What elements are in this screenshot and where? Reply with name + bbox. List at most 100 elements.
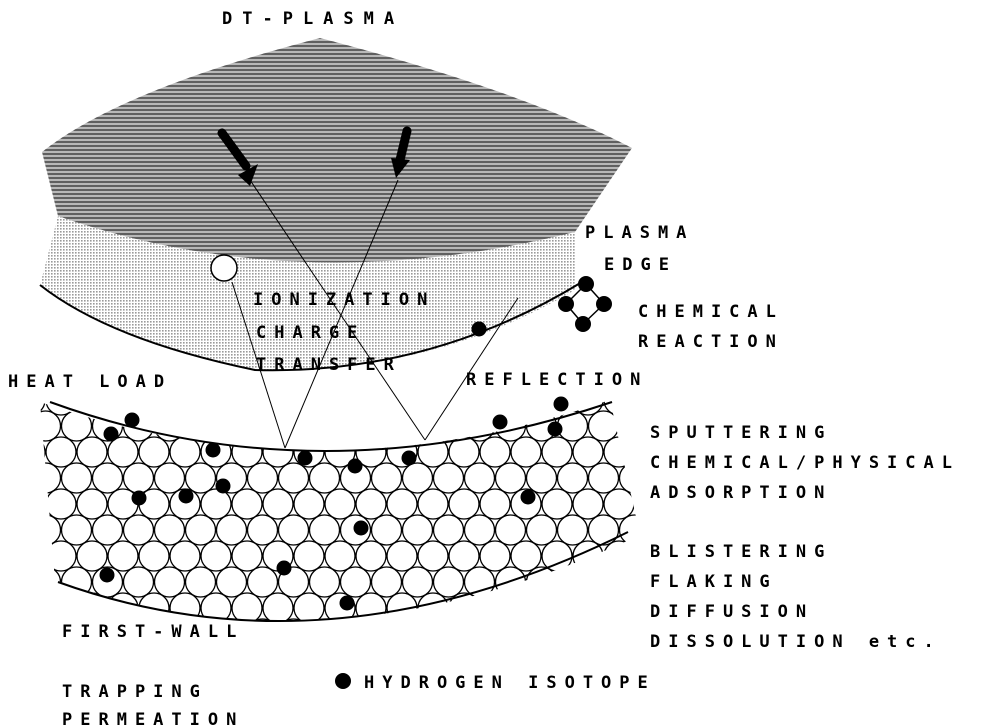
wall-atom bbox=[46, 541, 76, 571]
wall-atom bbox=[434, 619, 464, 649]
wall-atom bbox=[403, 463, 433, 493]
wall-atom bbox=[418, 645, 448, 675]
label-chemical: CHEMICAL bbox=[638, 302, 784, 322]
wall-atom bbox=[124, 463, 154, 493]
hydrogen-isotope-atom bbox=[554, 397, 569, 412]
wall-atom bbox=[31, 671, 61, 701]
wall-atom bbox=[310, 463, 340, 493]
wall-atom bbox=[418, 541, 448, 571]
wall-atom bbox=[108, 437, 138, 467]
hydrogen-isotope-atom bbox=[216, 479, 231, 494]
wall-atom bbox=[170, 437, 200, 467]
wall-atom bbox=[263, 645, 293, 675]
wall-atom bbox=[620, 515, 650, 545]
wall-atom bbox=[480, 489, 510, 519]
label-diffusion: DIFFUSION bbox=[650, 602, 814, 622]
hydrogen-isotope-atom bbox=[402, 451, 417, 466]
wall-atom bbox=[232, 645, 262, 675]
label-dissolution: DISSOLUTION etc. bbox=[650, 632, 942, 652]
wall-atom bbox=[108, 541, 138, 571]
wall-atom bbox=[356, 593, 386, 623]
wall-atom bbox=[232, 489, 262, 519]
wall-atom bbox=[542, 489, 572, 519]
wall-atom bbox=[465, 567, 495, 597]
wall-atom bbox=[248, 671, 278, 701]
wall-atom bbox=[310, 567, 340, 597]
wall-atom bbox=[527, 619, 557, 649]
label-blistering: BLISTERING bbox=[650, 542, 832, 562]
wall-atom bbox=[279, 619, 309, 649]
wall-atom bbox=[248, 411, 278, 441]
hydrogen-isotope-atom bbox=[340, 596, 355, 611]
wall-atom bbox=[15, 541, 45, 571]
wall-atom bbox=[434, 463, 464, 493]
wall-atom bbox=[155, 515, 185, 545]
label-permeation: PERMEATION bbox=[62, 710, 244, 728]
wall-atom bbox=[573, 437, 603, 467]
hydrogen-isotope-atom bbox=[125, 413, 140, 428]
label-flaking: FLAKING bbox=[650, 572, 778, 592]
wall-atom bbox=[170, 645, 200, 675]
hydrogen-isotope-atom bbox=[132, 491, 147, 506]
wall-atom bbox=[496, 463, 526, 493]
label-heat-load: HEAT LOAD bbox=[8, 372, 172, 392]
wall-atom bbox=[263, 437, 293, 467]
wall-atom bbox=[217, 411, 247, 441]
wall-atom bbox=[201, 489, 231, 519]
wall-atom bbox=[108, 593, 138, 623]
wall-atom bbox=[31, 411, 61, 441]
wall-atom bbox=[573, 489, 603, 519]
wall-atom bbox=[589, 463, 619, 493]
wall-atom bbox=[604, 489, 634, 519]
wall-atom bbox=[15, 645, 45, 675]
wall-atom bbox=[217, 671, 247, 701]
wall-atom bbox=[434, 515, 464, 545]
wall-atom bbox=[465, 463, 495, 493]
wall-atom bbox=[31, 619, 61, 649]
wall-atom bbox=[62, 515, 92, 545]
wall-atom bbox=[294, 645, 324, 675]
label-edge: EDGE bbox=[604, 255, 677, 275]
wall-atom bbox=[232, 541, 262, 571]
wall-atom bbox=[93, 463, 123, 493]
wall-atom bbox=[310, 619, 340, 649]
wall-atom bbox=[620, 411, 650, 441]
wall-atom bbox=[15, 593, 45, 623]
wall-atom bbox=[186, 515, 216, 545]
wall-atom bbox=[511, 541, 541, 571]
hydrogen-isotope-atom bbox=[521, 490, 536, 505]
wall-atom bbox=[418, 489, 448, 519]
wall-atom bbox=[170, 385, 200, 415]
wall-atom bbox=[124, 567, 154, 597]
wall-atom bbox=[46, 645, 76, 675]
wall-atom bbox=[558, 411, 588, 441]
hydrogen-isotope-atom bbox=[206, 443, 221, 458]
wall-atom bbox=[139, 541, 169, 571]
wall-atom bbox=[31, 515, 61, 545]
wall-atom bbox=[620, 567, 650, 597]
wall-atom bbox=[558, 567, 588, 597]
hydrogen-isotope-atom bbox=[100, 568, 115, 583]
wall-atom bbox=[403, 567, 433, 597]
wall-atom bbox=[108, 645, 138, 675]
wall-atom bbox=[279, 463, 309, 493]
wall-atom bbox=[480, 593, 510, 623]
wall-atom bbox=[418, 385, 448, 415]
wall-atom bbox=[558, 515, 588, 545]
wall-atom bbox=[418, 593, 448, 623]
wall-atom bbox=[279, 671, 309, 701]
wall-atom bbox=[480, 541, 510, 571]
wall-atom bbox=[356, 541, 386, 571]
wall-atom bbox=[356, 489, 386, 519]
wall-atom bbox=[310, 411, 340, 441]
wall-atom bbox=[186, 463, 216, 493]
wall-atom bbox=[248, 515, 278, 545]
wall-atom bbox=[372, 515, 402, 545]
wall-atom bbox=[449, 645, 479, 675]
hydrogen-isotope-atom bbox=[298, 451, 313, 466]
wall-atom bbox=[589, 619, 619, 649]
wall-atom bbox=[77, 489, 107, 519]
wall-atom bbox=[372, 463, 402, 493]
wall-atom bbox=[46, 593, 76, 623]
